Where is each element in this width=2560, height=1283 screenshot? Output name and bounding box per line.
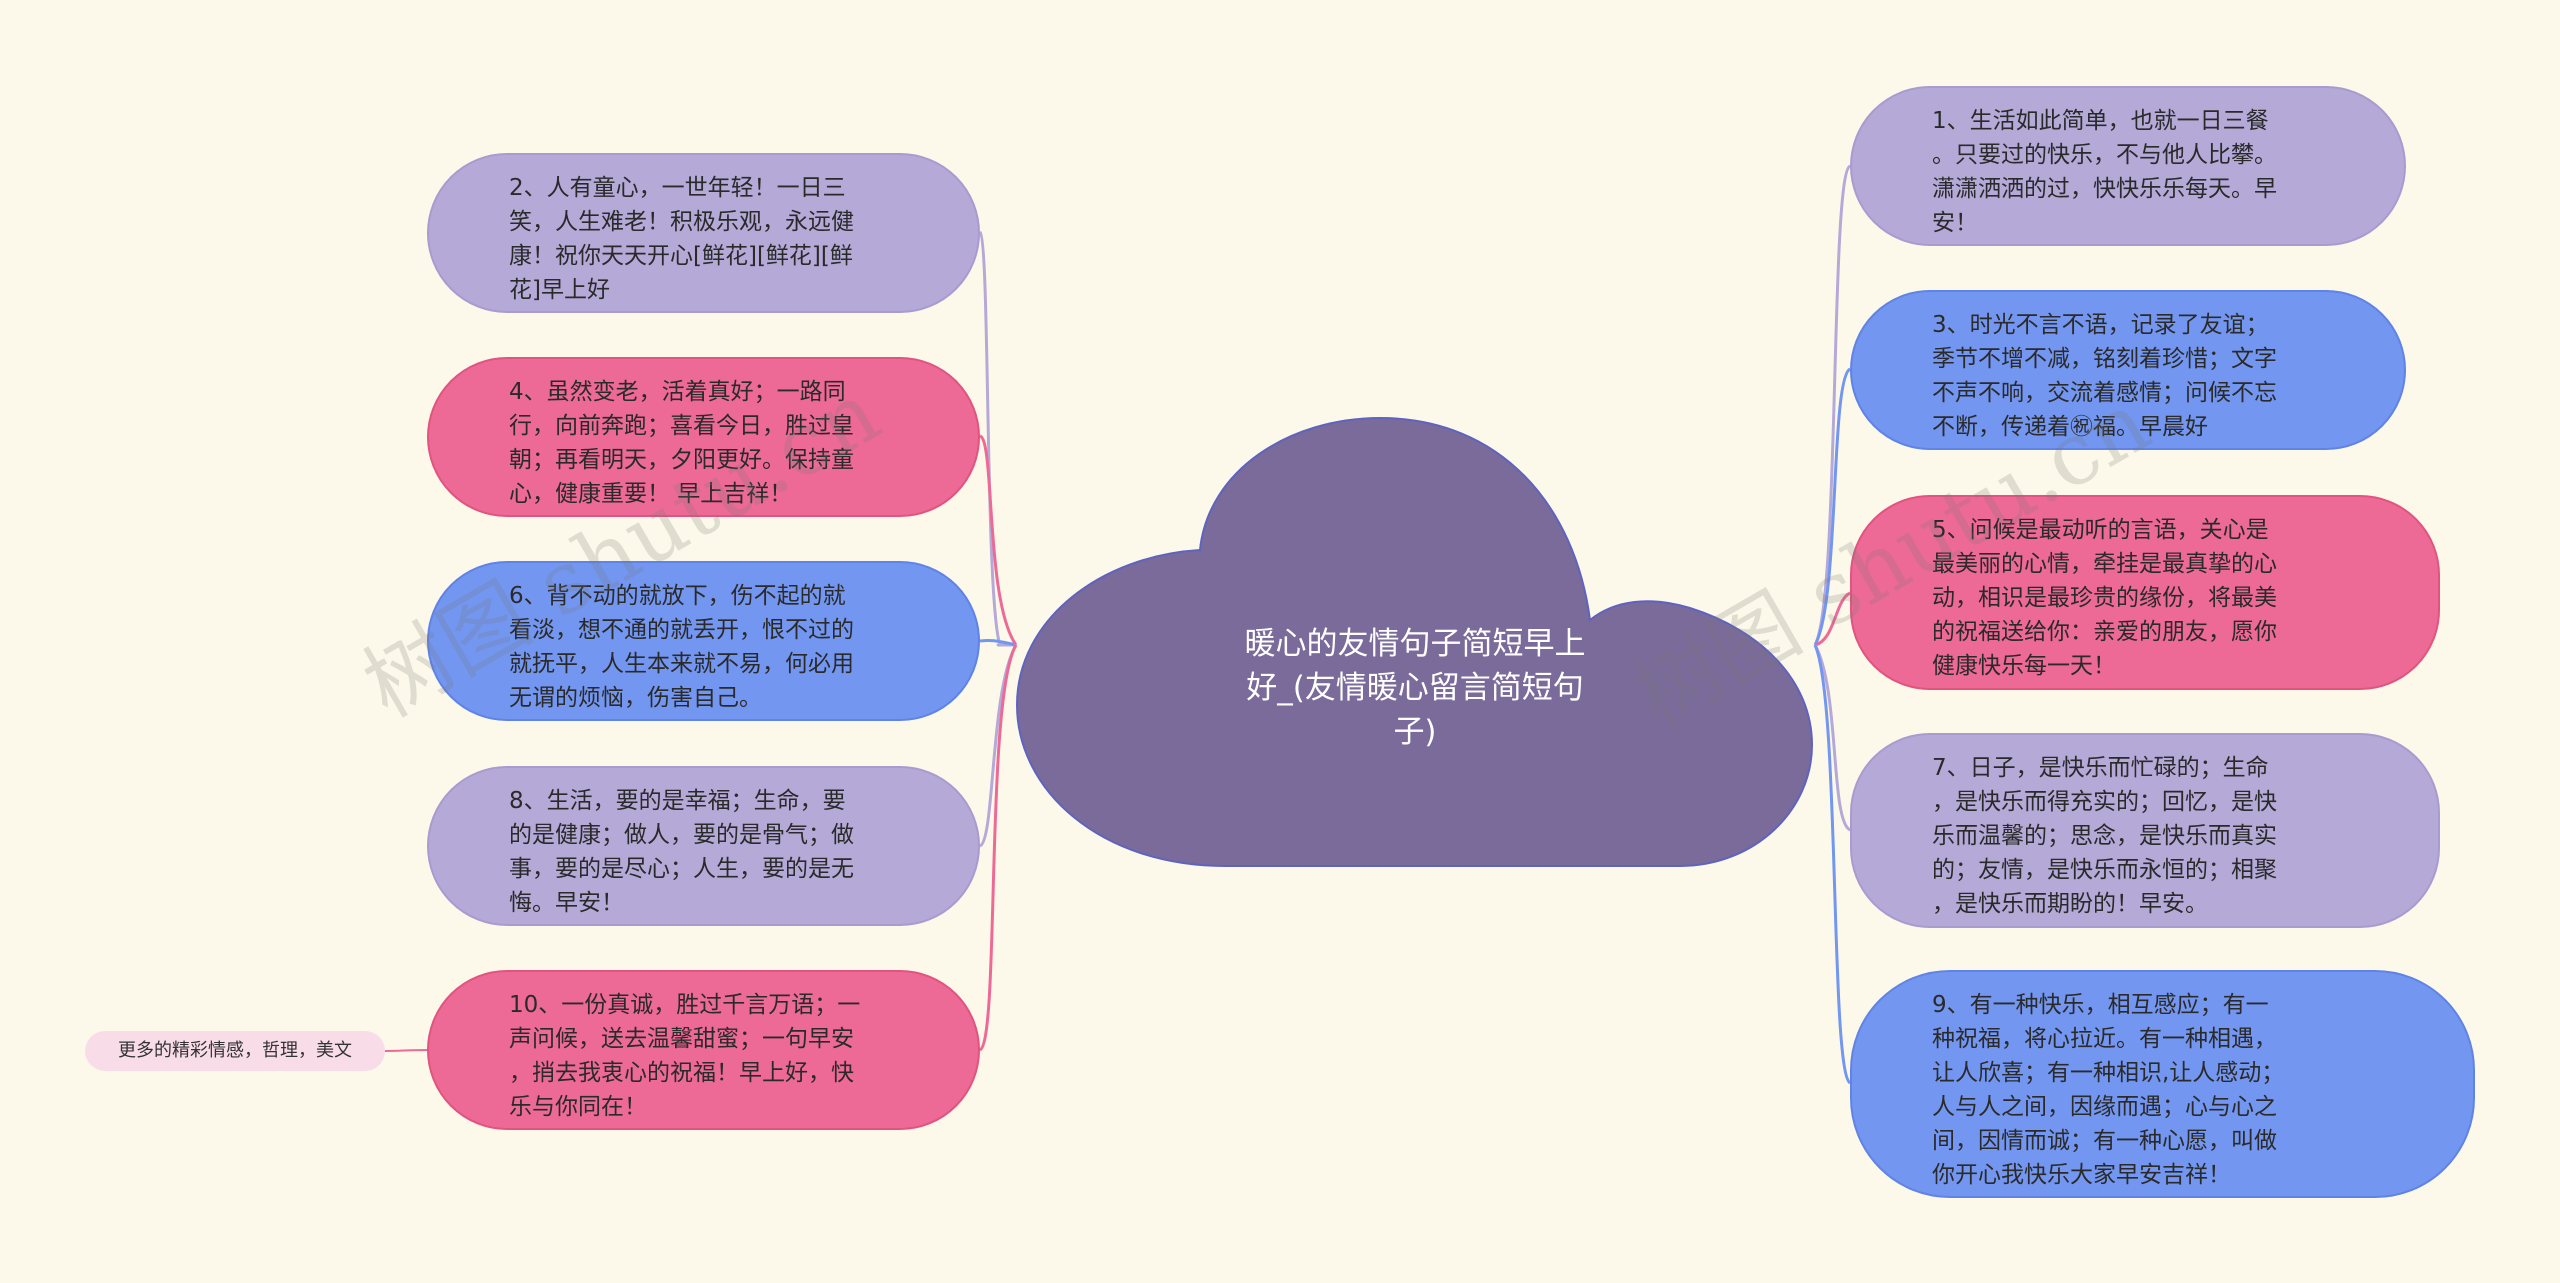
topic-node-8[interactable]: 8、生活，要的是幸福；生命，要 的是健康；做人，要的是骨气；做 事，要的是尽心；… [427,766,980,926]
connector-right-2 [1813,367,1852,646]
connector-right-3 [1814,591,1851,647]
topic-node-10[interactable]: 10、一份真诚，胜过千言万语；一 声问候，送去温馨甜蜜；一句早安 ，捎去我衷心的… [427,970,980,1130]
connector-right-5 [1813,644,1852,1085]
central-topic[interactable]: 暖心的友情句子简短早上 好_(友情暖心留言简短句 子) [1244,626,1586,750]
connector-right-4 [1813,644,1851,832]
topic-node-1[interactable]: 1、生活如此简单，也就一日三餐 。只要过的快乐，不与他人比攀。 潇潇洒洒的过，快… [1850,86,2406,246]
connector-right-1 [1813,164,1852,646]
more-content-tag[interactable]: 更多的精彩情感，哲理，美文 [85,1031,385,1071]
center-cloud [1015,416,1814,867]
topic-node-7[interactable]: 7、日子，是快乐而忙碌的；生命 ，是快乐而得充实的；回忆，是快 乐而温馨的；思念… [1850,733,2440,928]
topic-node-3[interactable]: 3、时光不言不语，记录了友谊； 季节不增不减，铭刻着珍惜；文字 不声不响，交流着… [1850,290,2406,450]
topic-node-5[interactable]: 5、问候是最动听的言语，关心是 最美丽的心情，牵挂是最真挚的心 动，相识是最珍贵… [1850,495,2440,690]
connector-left-5 [978,644,1018,1052]
topic-node-4[interactable]: 4、虽然变老，活着真好；一路同 行，向前奔跑；喜看今日，胜过皇 朝；再看明天，夕… [427,357,980,517]
connector-left-1 [978,230,1016,647]
connector-left-3 [979,639,1017,647]
topic-node-6[interactable]: 6、背不动的就放下，伤不起的就 看淡，想不通的就丢开，恨不过的 就抚平，人生本来… [427,561,980,721]
topic-node-9[interactable]: 9、有一种快乐，相互感应；有一 种祝福，将心拉近。有一种相遇， 让人欣喜；有一种… [1850,970,2475,1198]
connector-tag [384,1049,431,1052]
topic-node-2[interactable]: 2、人有童心，一世年轻！一日三 笑，人生难老！积极乐观，永远健 康！祝你天天开心… [427,153,980,313]
connector-left-2 [978,434,1018,646]
